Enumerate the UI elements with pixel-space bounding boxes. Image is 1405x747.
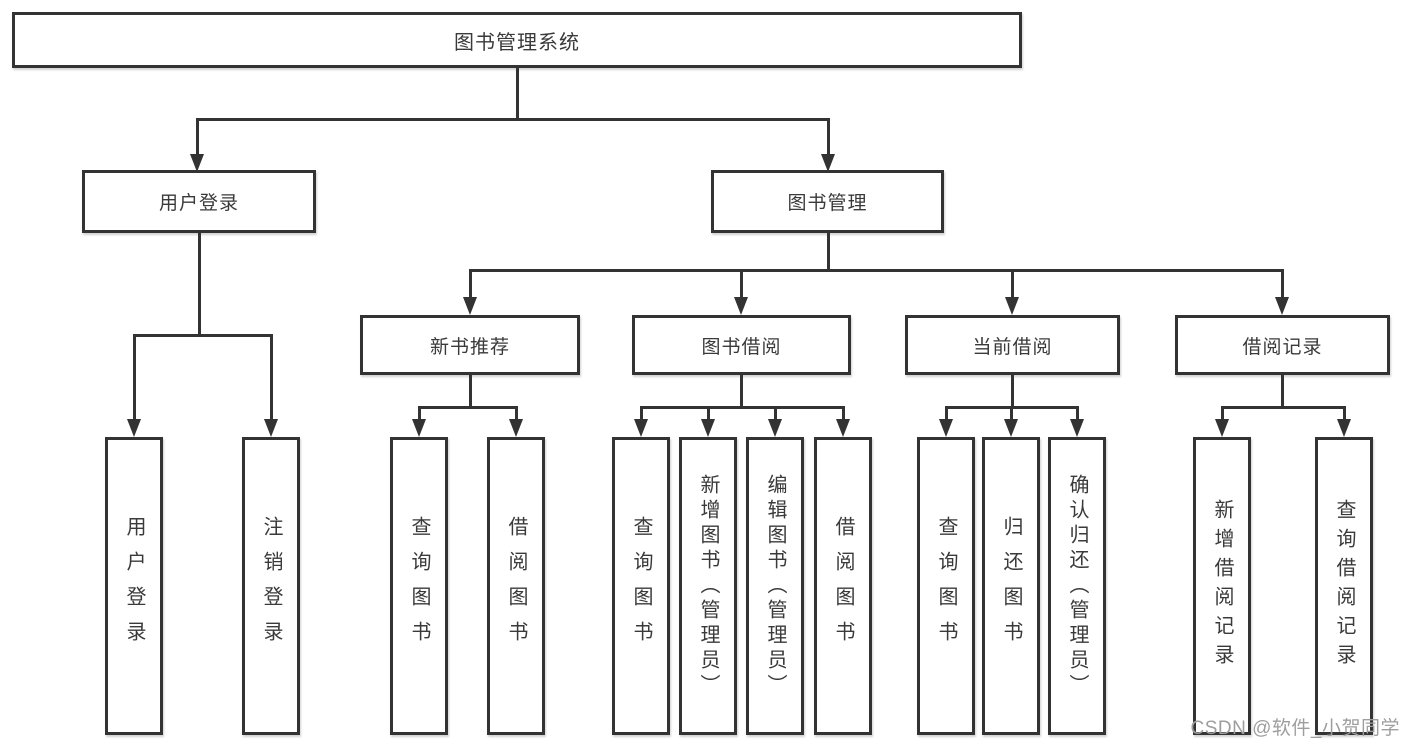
connector-line [270, 334, 273, 421]
arrow-down-icon [1215, 419, 1229, 437]
leaf-confirm-return-admin: 确认归还（管理员） [1048, 437, 1106, 735]
connector-line [418, 406, 518, 409]
node-label: 借阅记录 [1242, 336, 1323, 358]
arrow-down-icon [264, 419, 278, 437]
arrow-down-icon [1337, 419, 1351, 437]
arrow-down-icon [836, 419, 850, 437]
leaf-label: 用户登录 [123, 516, 145, 656]
node-library-management-system: 图书管理系统 [12, 12, 1022, 68]
connector-line [418, 406, 421, 421]
arrow-down-icon [1005, 297, 1019, 315]
node-label: 图书管理系统 [454, 31, 580, 54]
connector-line [133, 334, 136, 421]
arrow-down-icon [734, 297, 748, 315]
connector-line [827, 233, 830, 272]
node-book-management: 图书管理 [711, 170, 944, 233]
node-new-book-recommendation: 新书推荐 [360, 315, 580, 375]
leaf-label: 注销登录 [260, 516, 282, 656]
connector-line [640, 406, 844, 409]
node-book-borrowing: 图书借阅 [632, 315, 851, 375]
leaf-query-books: 查询图书 [917, 437, 975, 735]
arrow-down-icon [1275, 297, 1289, 315]
connector-line [1221, 406, 1345, 409]
leaf-add-book-admin: 新增图书（管理员） [679, 437, 737, 735]
connector-line [1281, 269, 1284, 299]
node-label: 新书推荐 [429, 336, 510, 358]
leaf-user-login: 用户登录 [105, 437, 163, 735]
connector-line [1010, 406, 1013, 421]
connector-line [515, 406, 518, 421]
arrow-down-icon [412, 419, 426, 437]
leaf-label: 新增借阅记录 [1211, 499, 1233, 673]
leaf-query-books: 查询图书 [390, 437, 448, 735]
leaf-label: 编辑图书（管理员） [764, 473, 786, 699]
leaf-label: 查询图书 [630, 516, 652, 656]
node-borrowing-records: 借阅记录 [1175, 315, 1390, 375]
node-label: 当前借阅 [972, 336, 1053, 358]
arrow-down-icon [634, 419, 648, 437]
leaf-add-borrow-record: 新增借阅记录 [1193, 437, 1251, 735]
leaf-edit-book-admin: 编辑图书（管理员） [746, 437, 804, 735]
node-user-login: 用户登录 [82, 170, 316, 233]
connector-line [1076, 406, 1079, 421]
leaf-borrow-books: 借阅图书 [814, 437, 872, 735]
connector-line [196, 118, 830, 121]
node-label: 图书借阅 [701, 336, 782, 358]
arrow-down-icon [1070, 419, 1084, 437]
arrow-down-icon [768, 419, 782, 437]
connector-line [1281, 375, 1284, 408]
node-label: 图书管理 [787, 193, 868, 214]
arrow-down-icon [127, 419, 141, 437]
node-current-borrowing: 当前借阅 [905, 315, 1120, 375]
connector-line [827, 118, 830, 156]
node-label: 用户登录 [158, 193, 239, 214]
csdn-watermark: CSDN @软件_小贺同学 [1190, 718, 1400, 739]
connector-line [740, 375, 743, 408]
leaf-label: 借阅图书 [505, 516, 527, 656]
arrow-down-icon [701, 419, 715, 437]
arrow-down-icon [509, 419, 523, 437]
connector-line [469, 269, 472, 299]
connector-line [516, 68, 519, 120]
connector-line [133, 334, 273, 337]
connector-line [740, 269, 743, 299]
arrow-down-icon [190, 154, 204, 172]
arrow-down-icon [1004, 419, 1018, 437]
connector-line [774, 406, 777, 421]
arrow-down-icon [939, 419, 953, 437]
leaf-return-books: 归还图书 [982, 437, 1040, 735]
leaf-label: 查询借阅记录 [1333, 499, 1355, 673]
leaf-query-books: 查询图书 [612, 437, 670, 735]
connector-line [842, 406, 845, 421]
connector-line [1011, 375, 1014, 408]
arrow-down-icon [821, 154, 835, 172]
leaf-label: 借阅图书 [832, 516, 854, 656]
connector-line [469, 269, 1283, 272]
leaf-label: 查询图书 [935, 516, 957, 656]
connector-line [1343, 406, 1346, 421]
connector-line [196, 118, 199, 156]
arrow-down-icon [463, 297, 477, 315]
leaf-label: 归还图书 [1000, 516, 1022, 656]
leaf-query-borrow-record: 查询借阅记录 [1315, 437, 1373, 735]
connector-line [1011, 269, 1014, 299]
connector-line [1221, 406, 1224, 421]
leaf-label: 查询图书 [408, 516, 430, 656]
connector-line [198, 233, 201, 336]
leaf-borrow-books: 借阅图书 [487, 437, 545, 735]
connector-line [945, 406, 948, 421]
connector-line [707, 406, 710, 421]
connector-line [640, 406, 643, 421]
leaf-logout: 注销登录 [242, 437, 300, 735]
connector-line [469, 375, 472, 408]
leaf-label: 新增图书（管理员） [697, 473, 719, 699]
leaf-label: 确认归还（管理员） [1066, 473, 1088, 699]
